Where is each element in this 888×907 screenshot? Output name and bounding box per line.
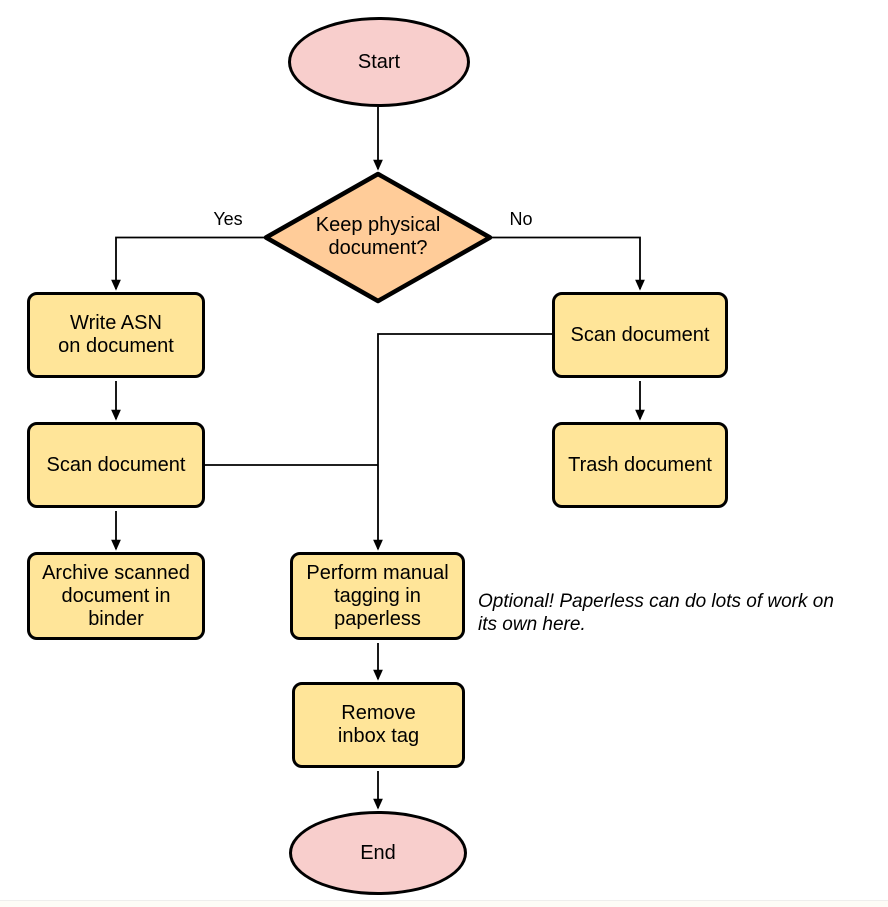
node-scan-document-left-label: Scan document <box>46 453 186 476</box>
node-trash-document: Trash document <box>552 422 728 508</box>
node-scan-document-left: Scan document <box>27 422 205 508</box>
node-scan-document-right: Scan document <box>552 292 728 378</box>
start-node-label: Start <box>357 50 401 73</box>
node-trash-document-label: Trash document <box>568 453 712 476</box>
bottom-page-strip <box>0 900 888 907</box>
edge-scan-right-to-tagging <box>373 333 552 551</box>
decision-diamond-shape <box>263 171 493 304</box>
edge-decision-no-to-scan-right <box>491 236 645 291</box>
node-scan-document-right-label: Scan document <box>570 323 710 346</box>
end-node-label: End <box>360 841 396 864</box>
start-node: Start <box>288 17 470 107</box>
edge-label-no: No <box>509 209 533 229</box>
end-node: End <box>289 811 467 895</box>
edge-label-yes: Yes <box>213 209 243 229</box>
optional-note: Optional! Paperless can do lots of work … <box>478 591 834 635</box>
edge-decision-yes-to-write-asn <box>111 236 265 291</box>
